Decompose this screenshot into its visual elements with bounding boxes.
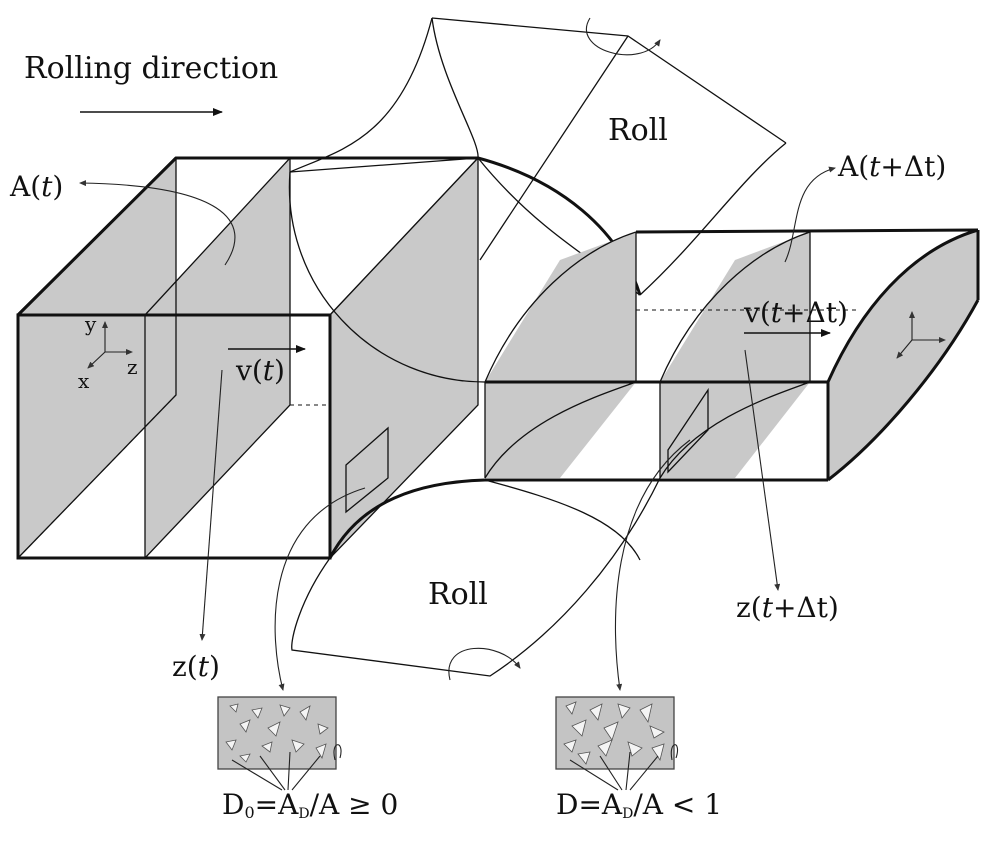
damage-initial-label: D0=AD/A ≥ 0 <box>222 788 398 822</box>
area-tdt-label: A(t+Δt) <box>837 150 946 183</box>
cross-section-2 <box>145 158 290 558</box>
cross-section-4 <box>485 232 636 478</box>
cross-section-1 <box>18 158 176 558</box>
voids-initial <box>225 703 329 763</box>
coordinate-axes <box>87 321 133 369</box>
axis-x-label: x <box>78 369 90 393</box>
axis-y-label: y <box>84 312 97 336</box>
velocity-t-label: v(t) <box>235 354 285 387</box>
z-tdt-label: z(t+Δt) <box>736 591 839 624</box>
damage-section-final <box>555 696 678 791</box>
element-2-pointer <box>614 439 691 691</box>
z-t-pointer <box>199 369 223 641</box>
entry-slab <box>16 156 479 560</box>
area-t-pointer <box>79 180 236 266</box>
velocity-tdt-label: v(t+Δt) <box>743 296 848 329</box>
area-t-label: A(t) <box>9 170 63 203</box>
exit-slab <box>484 228 980 482</box>
axis-z-label: z <box>127 355 138 379</box>
element-1-pointer <box>274 487 366 691</box>
damage-section-initial <box>217 696 342 791</box>
z-tdt-pointer <box>744 349 781 591</box>
bottom-roll <box>291 477 661 681</box>
area-tdt-pointer <box>784 166 836 263</box>
material-element-1 <box>345 426 389 514</box>
exit-end-face <box>828 230 978 480</box>
rolling-direction-label: Rolling direction <box>24 51 278 86</box>
cross-section-3 <box>330 158 478 558</box>
damage-final-label: D=AD/A < 1 <box>556 788 722 822</box>
material-element-2 <box>667 387 709 474</box>
roll-top-label: Roll <box>608 113 668 148</box>
z-t-label: z(t) <box>172 650 220 683</box>
roll-bottom-label: Roll <box>428 577 488 612</box>
voids-final <box>563 701 665 765</box>
cross-section-5 <box>660 232 810 478</box>
